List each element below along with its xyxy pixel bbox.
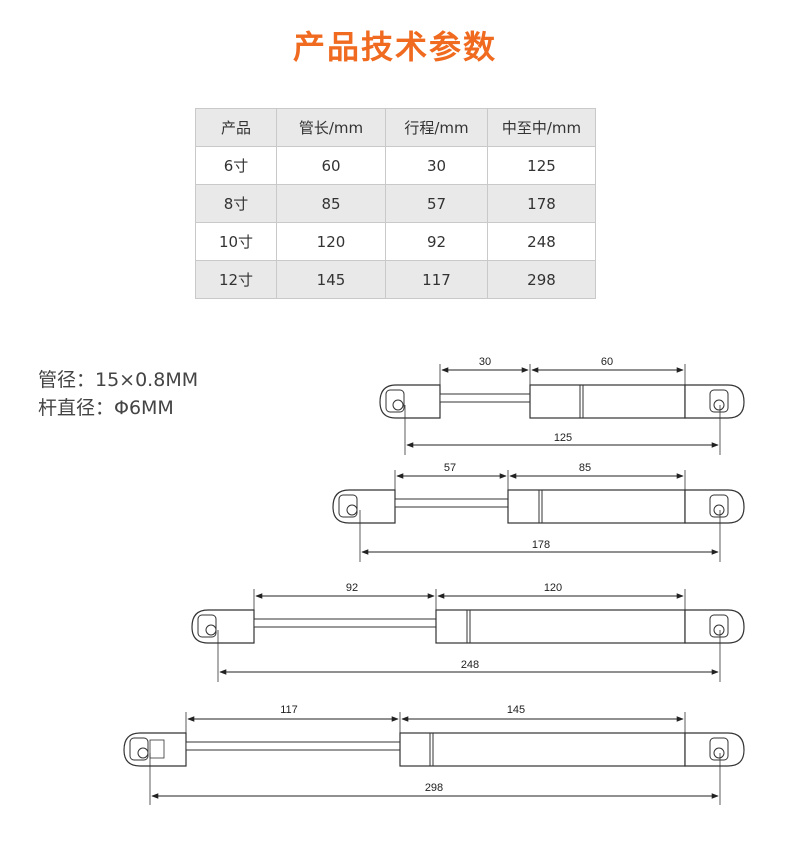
right-end-fitting (684, 609, 745, 644)
piston-rod (394, 498, 509, 508)
table-row: 12寸 145 117 298 (195, 260, 596, 299)
tube-dimension-label: 120 (544, 582, 562, 594)
cylinder-tube (529, 384, 686, 419)
piston-rod (253, 618, 437, 628)
header-product: 产品 (195, 108, 277, 147)
right-end-fitting (684, 489, 745, 524)
total-dimension-label: 178 (532, 539, 550, 551)
cell-center-to-center: 298 (487, 260, 596, 299)
table-row: 6寸 60 30 125 (195, 146, 596, 185)
table-row: 10寸 120 92 248 (195, 222, 596, 261)
tube-dimension-label: 60 (601, 356, 613, 368)
spec-notes: 管径：15×0.8MM 杆直径：Φ6MM (38, 366, 198, 422)
gas-spring-drawing-12: 117 145 298 (123, 704, 745, 805)
cell-product: 6寸 (195, 146, 277, 185)
cell-tube-length: 60 (276, 146, 386, 185)
cell-tube-length: 145 (276, 260, 386, 299)
header-center-to-center: 中至中/mm (487, 108, 596, 147)
left-end-fitting (123, 732, 187, 767)
cylinder-tube (399, 732, 686, 767)
cell-stroke: 30 (385, 146, 488, 185)
total-dimension-label: 298 (425, 782, 443, 794)
table-row: 8寸 85 57 178 (195, 184, 596, 223)
left-end-fitting (379, 384, 441, 419)
spec-table: 产品 管长/mm 行程/mm 中至中/mm 6寸 60 30 125 8寸 85… (195, 108, 596, 299)
stroke-dimension-label: 30 (479, 356, 491, 368)
gas-spring-drawing-10: 92 120 248 (191, 582, 745, 682)
cell-stroke: 117 (385, 260, 488, 299)
header-tube-length: 管长/mm (276, 108, 386, 147)
cell-center-to-center: 178 (487, 184, 596, 223)
cylinder-tube (507, 489, 686, 524)
total-dimension-label: 248 (461, 659, 479, 671)
tube-dimension-label: 145 (507, 704, 525, 716)
cylinder-tube (435, 609, 686, 644)
stroke-dimension-label: 57 (444, 462, 456, 474)
cell-stroke: 57 (385, 184, 488, 223)
right-end-fitting (684, 732, 745, 767)
cell-product: 10寸 (195, 222, 277, 261)
stroke-dimension-label: 117 (280, 704, 298, 716)
gas-spring-drawing-6: 30 60 125 (379, 356, 745, 455)
tube-diameter-note: 管径：15×0.8MM (38, 369, 199, 391)
cell-product: 12寸 (195, 260, 277, 299)
page-title: 产品技术参数 (292, 28, 497, 66)
table-header-row: 产品 管长/mm 行程/mm 中至中/mm (195, 108, 596, 147)
piston-rod (185, 741, 401, 751)
stroke-dimension-label: 92 (346, 582, 358, 594)
gas-spring-drawing-8: 57 85 178 (332, 462, 745, 562)
rod-diameter-note: 杆直径：Φ6MM (38, 397, 174, 419)
piston-rod (439, 393, 531, 403)
right-end-fitting (684, 384, 745, 419)
cell-product: 8寸 (195, 184, 277, 223)
cell-center-to-center: 125 (487, 146, 596, 185)
tube-dimension-label: 85 (579, 462, 591, 474)
total-dimension-label: 125 (554, 432, 572, 444)
left-end-fitting (191, 609, 255, 644)
left-end-fitting (332, 489, 396, 524)
cell-center-to-center: 248 (487, 222, 596, 261)
